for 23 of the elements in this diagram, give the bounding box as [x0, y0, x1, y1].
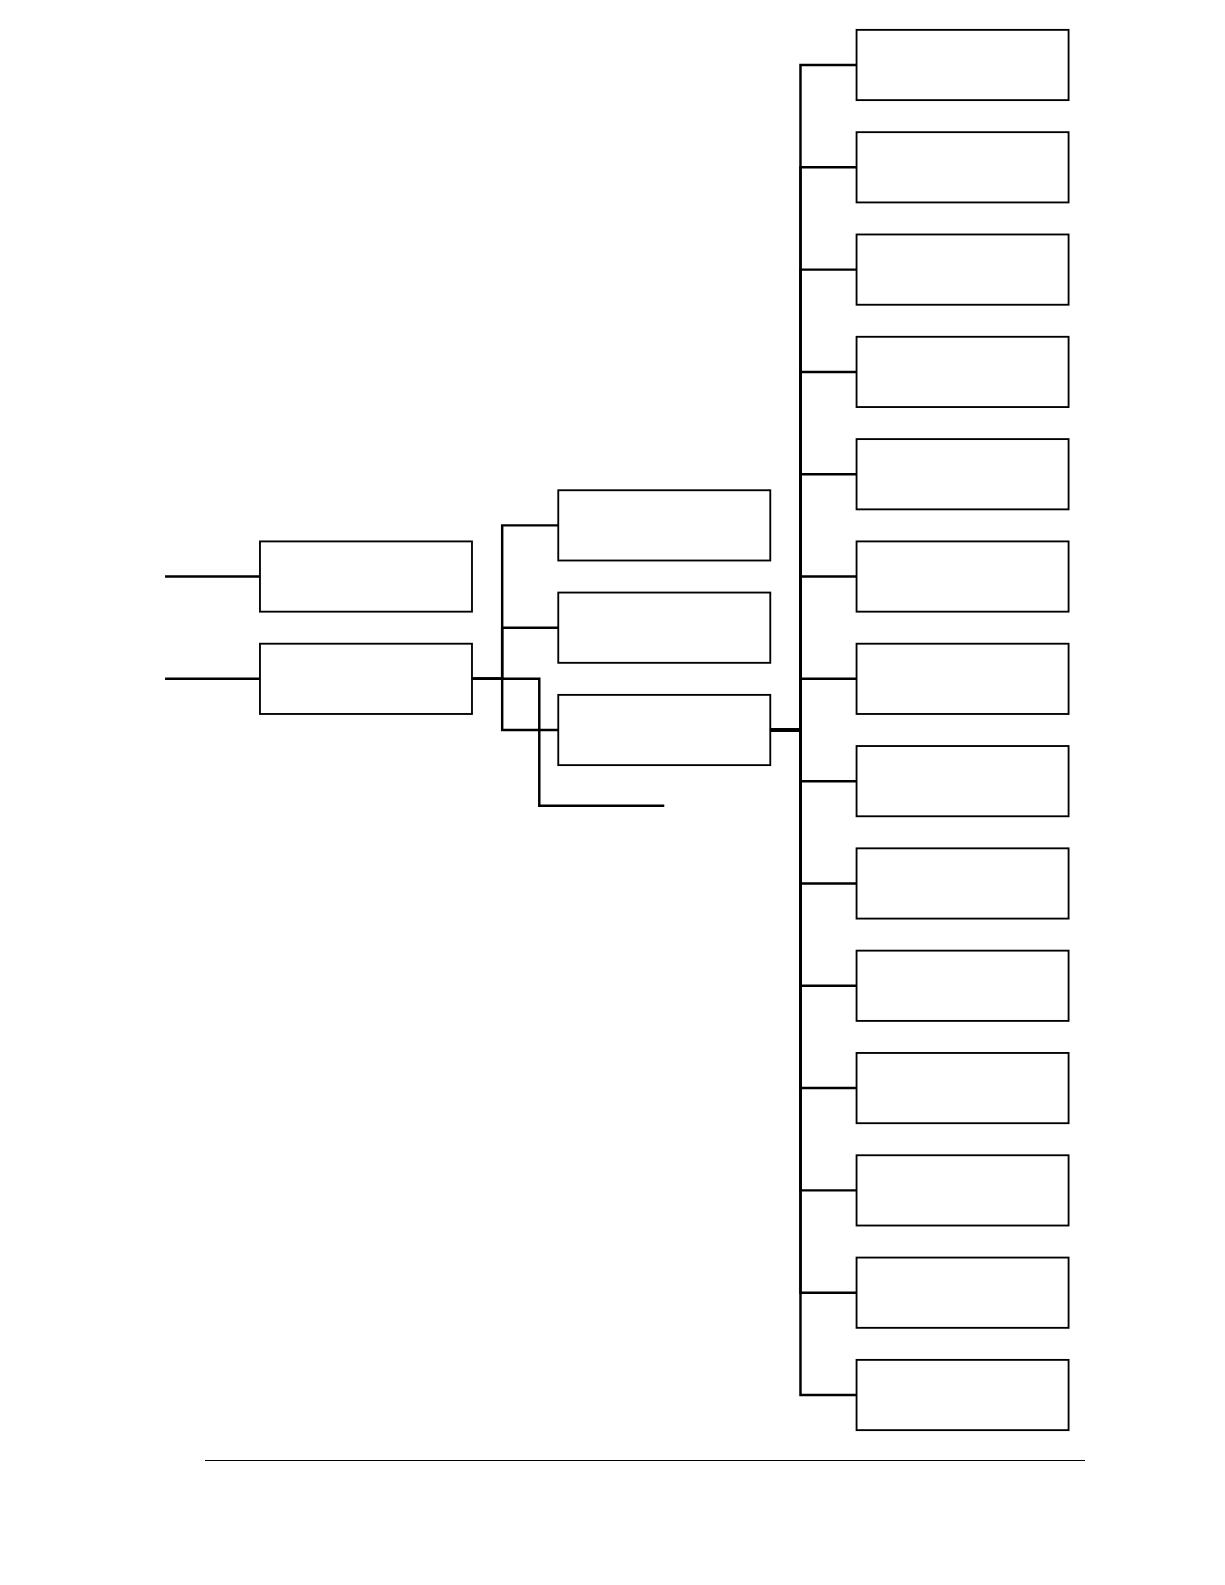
- node-box: [855, 1052, 1070, 1125]
- node-box: [855, 28, 1070, 102]
- node-box: [855, 438, 1070, 511]
- node-box: [855, 642, 1070, 715]
- node-box: [259, 642, 473, 715]
- connector: [165, 575, 260, 578]
- node-box: [855, 1154, 1070, 1227]
- node-box: [855, 335, 1070, 408]
- node-box: [855, 745, 1070, 818]
- node-box: [855, 1256, 1070, 1329]
- node-box: [855, 131, 1070, 204]
- node-box: [855, 949, 1070, 1022]
- node-box: [557, 591, 772, 664]
- node-box: [557, 489, 772, 562]
- node-box: [855, 1358, 1070, 1432]
- connector: [770, 728, 857, 1397]
- node-box: [855, 847, 1070, 920]
- node-box: [855, 540, 1070, 613]
- node-box: [259, 540, 473, 613]
- node-box: [855, 233, 1070, 306]
- connector: [165, 677, 260, 681]
- connector: [472, 677, 665, 808]
- node-box: [557, 693, 772, 767]
